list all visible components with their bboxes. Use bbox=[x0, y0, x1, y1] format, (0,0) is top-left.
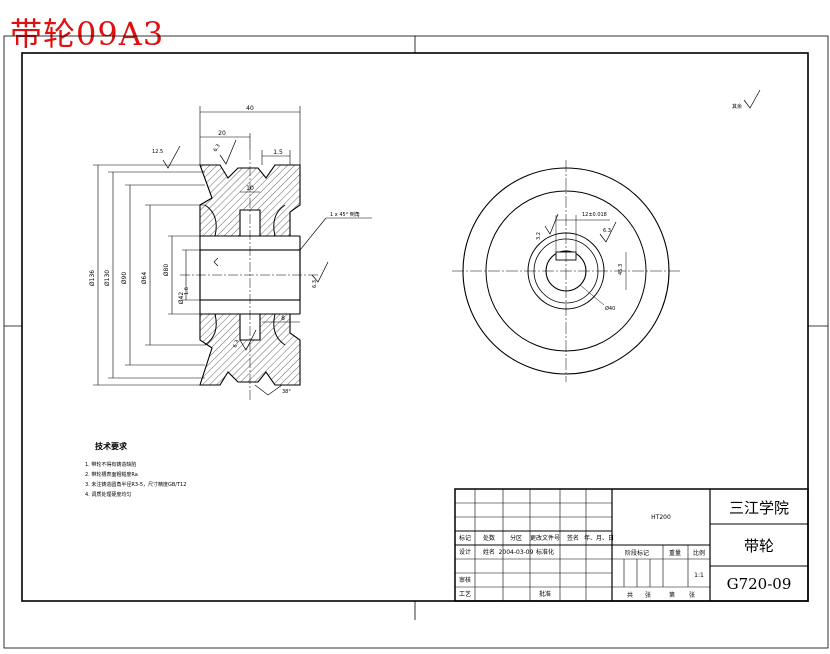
centering-marks bbox=[4, 36, 828, 620]
requirement-1: 1. 带轮不得有铸造缺陷 bbox=[85, 461, 136, 468]
material-label: HT200 bbox=[651, 514, 671, 521]
title-block bbox=[454, 488, 809, 602]
requirement-3: 3. 未注铸造圆角半径R3-5，尺寸精度GB/T12 bbox=[85, 481, 186, 488]
sheet-total-suffix: 张 bbox=[645, 591, 651, 599]
header-count: 处数 bbox=[483, 534, 495, 542]
scale-header: 比例 bbox=[693, 549, 705, 557]
design-date: 2004-03-09 bbox=[499, 549, 534, 556]
part-name: 带轮 bbox=[744, 537, 774, 555]
roughness-3: 6.3 bbox=[312, 280, 318, 288]
sheet-index-prefix: 第 bbox=[669, 591, 675, 599]
chamfer-note: 1 x 45° 倒角 bbox=[330, 211, 360, 218]
title-block-text: HT200 三江学院 带轮 G720-09 1:1 标记 处数 分区 更改文件号… bbox=[459, 499, 791, 599]
approve-label: 批准 bbox=[539, 590, 551, 598]
header-zone: 分区 bbox=[510, 534, 522, 542]
header-mark: 标记 bbox=[459, 534, 471, 542]
bore-dia: Ø40 bbox=[605, 305, 615, 312]
weight-header: 重量 bbox=[669, 549, 681, 557]
side-rough-right: 6.3 bbox=[603, 228, 611, 234]
dim-half-width: 20 bbox=[218, 130, 226, 137]
technical-requirements: 技术要求 1. 带轮不得有铸造缺陷 2. 带轮槽表面粗糙度Ra 3. 未注铸造圆… bbox=[85, 441, 186, 498]
dim-d-small: Ø42 bbox=[178, 292, 185, 305]
school-name: 三江学院 bbox=[729, 499, 789, 517]
drawing-banner-title: 带轮09A3 bbox=[10, 15, 165, 53]
roughness-1: 6.3 bbox=[213, 143, 222, 153]
key-depth: 45.3 bbox=[618, 264, 624, 275]
dim-d-bore: Ø80 bbox=[163, 264, 170, 277]
corner-rough-label: 其余 bbox=[732, 103, 742, 110]
header-change-doc: 更改文件号 bbox=[530, 534, 560, 542]
dim-d-hub: Ø64 bbox=[141, 272, 148, 285]
scale-value: 1:1 bbox=[694, 572, 704, 579]
inner-border bbox=[21, 52, 809, 602]
roughness-4: 6.3 bbox=[232, 339, 240, 349]
requirement-4: 4. 调质处理硬度均匀 bbox=[85, 491, 131, 498]
designer-name: 姓名 bbox=[483, 548, 495, 556]
standardization-label: 标准化 bbox=[536, 548, 554, 556]
outer-frame bbox=[3, 35, 829, 649]
stage-mark-header: 阶段标记 bbox=[625, 549, 649, 557]
dim-hub-step: 8 bbox=[281, 315, 285, 322]
dim-d-mid: Ø90 bbox=[121, 272, 128, 285]
keyway-tolerance: 12±0.018 bbox=[582, 212, 607, 218]
roughness-2: 1.6 bbox=[184, 287, 190, 295]
side-view: 12±0.018 3.2 6.3 45.3 Ø40 其余 bbox=[452, 89, 761, 382]
dim-d-outer: Ø136 bbox=[89, 270, 96, 286]
dim-web: 10 bbox=[246, 185, 254, 192]
side-rough-left: 3.2 bbox=[536, 232, 542, 240]
roughness-top-left: 12.5 bbox=[152, 149, 163, 155]
requirements-title: 技术要求 bbox=[95, 441, 128, 451]
sheet-total-prefix: 共 bbox=[627, 591, 633, 599]
header-date: 年、月、日 bbox=[584, 534, 614, 542]
front-section-view: Ø136 Ø130 Ø90 Ø64 Ø80 Ø42 40 20 1.5 10 8… bbox=[89, 105, 372, 400]
dim-overall-width: 40 bbox=[246, 105, 254, 112]
dim-groove-angle: 38° bbox=[282, 389, 291, 395]
requirement-2: 2. 带轮槽表面粗糙度Ra bbox=[85, 471, 138, 478]
design-label: 设计 bbox=[459, 548, 471, 556]
header-sign: 签名 bbox=[567, 534, 579, 542]
drawing-number: G720-09 bbox=[727, 575, 792, 593]
dim-groove-top: 1.5 bbox=[273, 149, 283, 156]
check-label: 审核 bbox=[459, 576, 471, 584]
sheet-index-suffix: 张 bbox=[689, 591, 695, 599]
process-label: 工艺 bbox=[459, 590, 471, 598]
dim-d-pitch: Ø130 bbox=[104, 270, 111, 286]
